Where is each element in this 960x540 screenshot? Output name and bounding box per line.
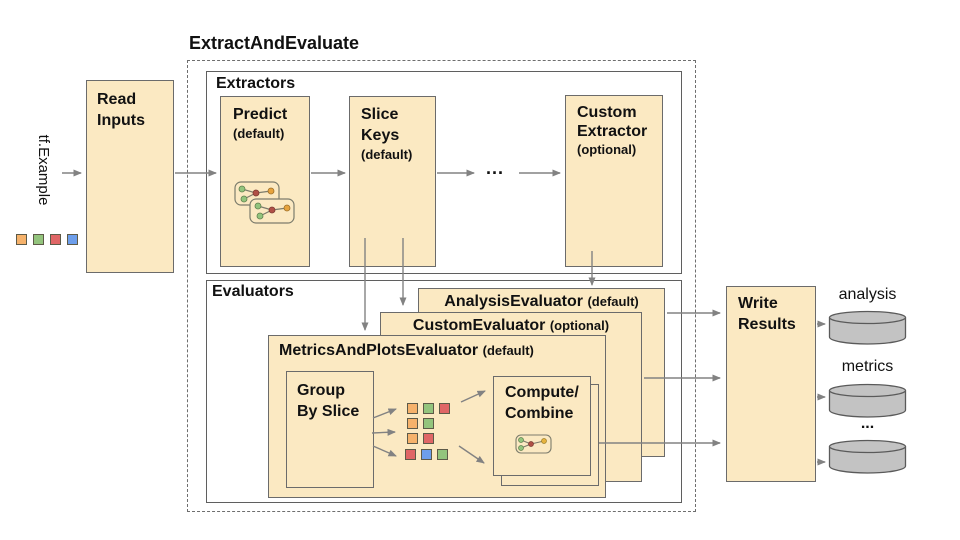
green-example-square <box>423 403 434 414</box>
analysis-evaluator-title: AnalysisEvaluator (default) <box>419 293 664 311</box>
slice-keys-label-line2: Keys <box>361 127 400 144</box>
custom-extractor-label-line1: Custom <box>577 104 637 121</box>
red-example-square <box>439 403 450 414</box>
compute-combine-line1: Compute/ <box>505 384 579 401</box>
evaluators-label: Evaluators <box>212 283 294 300</box>
read-inputs-label-line2: Inputs <box>97 112 145 129</box>
write-results-line2: Results <box>738 316 796 333</box>
metrics-database-cylinder <box>828 383 907 418</box>
orange-example-square <box>407 418 418 429</box>
metrics-evaluator-qualifier: (default) <box>482 343 534 358</box>
orange-example-square <box>407 433 418 444</box>
orange-example-square <box>407 403 418 414</box>
green-example-square <box>33 234 44 245</box>
predict-label: Predict <box>233 106 288 123</box>
slice-group-row <box>405 449 448 460</box>
metrics-evaluator-name: MetricsAndPlotsEvaluator <box>279 342 479 359</box>
read-inputs-label-line1: Read <box>97 91 137 108</box>
extractors-label: Extractors <box>216 75 296 92</box>
metrics-and-plots-evaluator-card: MetricsAndPlotsEvaluator (default) Group… <box>268 335 606 498</box>
green-example-square <box>437 449 448 460</box>
custom-extractor-qualifier: (optional) <box>577 142 637 157</box>
green-example-square <box>423 418 434 429</box>
analysis-evaluator-name: AnalysisEvaluator <box>444 293 583 310</box>
combine-graph-icon <box>515 434 552 454</box>
more-extractors-ellipsis: ... <box>486 158 505 178</box>
input-example-squares <box>16 234 78 245</box>
diagram-title: ExtractAndEvaluate <box>189 33 360 53</box>
compute-combine-box: Compute/ Combine <box>493 376 591 476</box>
slice-keys-extractor-box: Slice Keys (default) <box>349 96 436 267</box>
tf-example-label: tf.Example <box>35 134 52 206</box>
analysis-database-cylinder <box>828 310 907 345</box>
group-by-slice-line2: By Slice <box>297 403 360 420</box>
more-outputs-ellipsis: ... <box>860 415 875 432</box>
predict-qualifier: (default) <box>233 126 285 141</box>
slice-keys-label-line1: Slice <box>361 106 399 123</box>
custom-evaluator-title: CustomEvaluator (optional) <box>381 317 641 335</box>
slice-keys-qualifier: (default) <box>361 147 413 162</box>
orange-example-square <box>16 234 27 245</box>
model-graph-icon <box>234 181 295 224</box>
slice-group-row <box>407 433 434 444</box>
group-by-slice-line1: Group <box>297 382 345 399</box>
analysis-output-label: analysis <box>838 286 897 303</box>
blue-example-square <box>421 449 432 460</box>
red-example-square <box>50 234 61 245</box>
predict-extractor-box: Predict (default) <box>220 96 310 267</box>
red-example-square <box>423 433 434 444</box>
slice-group-row <box>407 418 434 429</box>
other-database-cylinder <box>828 439 907 474</box>
analysis-evaluator-qualifier: (default) <box>587 294 639 309</box>
compute-combine-line2: Combine <box>505 405 574 422</box>
extract-and-evaluate-container <box>187 60 696 512</box>
read-inputs-box: Read Inputs <box>86 80 174 273</box>
metrics-evaluator-title: MetricsAndPlotsEvaluator (default) <box>279 342 534 360</box>
custom-extractor-box: Custom Extractor (optional) <box>565 95 663 267</box>
custom-evaluator-name: CustomEvaluator <box>412 317 546 334</box>
write-results-line1: Write <box>738 295 778 312</box>
group-by-slice-box: Group By Slice <box>286 371 374 488</box>
write-results-box: Write Results <box>726 286 816 482</box>
slice-group-row <box>407 403 450 414</box>
red-example-square <box>405 449 416 460</box>
blue-example-square <box>67 234 78 245</box>
metrics-output-label: metrics <box>841 358 894 375</box>
custom-extractor-label-line2: Extractor <box>577 123 648 140</box>
custom-evaluator-qualifier: (optional) <box>549 318 610 333</box>
